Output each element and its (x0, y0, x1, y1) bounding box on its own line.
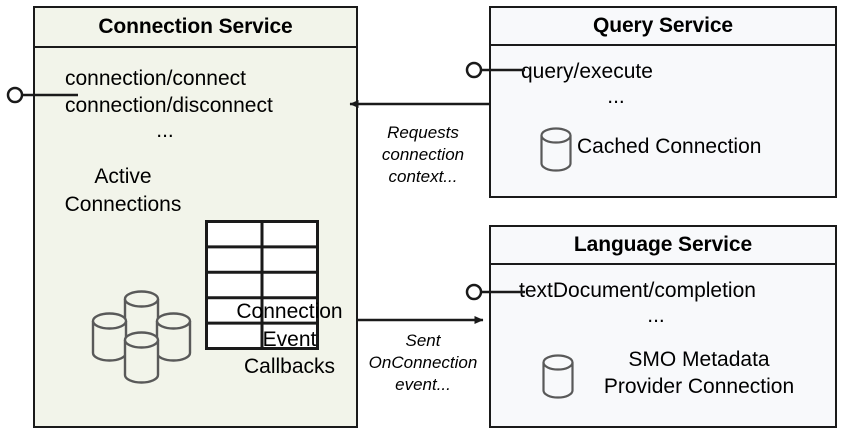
connection-service-body: connection/connect connection/disconnect… (35, 48, 356, 426)
connection-service-operations-ellipsis: ... (156, 119, 174, 142)
query-service-title: Query Service (491, 8, 835, 46)
query-service-operations: query/execute (521, 59, 653, 86)
smo-metadata-provider-connection-label: SMO Metadata Provider Connection (569, 347, 829, 401)
connection-service-operations: connection/connect connection/disconnect (65, 66, 273, 120)
smo-metadata-database-icon (541, 353, 575, 406)
operation-connection-connect: connection/connect (65, 67, 246, 90)
active-connections-label: Active Connections (43, 163, 203, 218)
query-service-body: query/execute ... Cached Connection (491, 46, 835, 196)
connection-event-callbacks-table-icon (205, 220, 319, 355)
language-service-title: Language Service (491, 227, 835, 265)
requests-line-3: context... (388, 167, 458, 187)
database-cylinder-cluster-icon (85, 286, 207, 395)
callbacks-line-3: Callbacks (243, 355, 336, 379)
language-service-operations: textDocument/completion (519, 278, 756, 305)
sent-line-1: Sent (405, 331, 441, 350)
smo-label-line-1: SMO Metadata (628, 348, 770, 371)
language-service-operations-ellipsis: ... (647, 304, 665, 327)
sent-line-3: event... (395, 375, 451, 395)
callbacks-line-2: Event (262, 327, 317, 351)
active-connections-line-1: Active (94, 165, 152, 188)
requests-line-1: Requests (387, 123, 459, 142)
component-language-service[interactable]: Language Service textDocument/completion… (489, 225, 837, 428)
connection-event-callbacks-label: Connection Event Callbacks (207, 298, 356, 381)
edge-label-sent-onconnection-event: Sent OnConnection event... (357, 330, 489, 396)
query-service-operations-ellipsis: ... (607, 85, 625, 108)
edge-label-requests-connection-context: Requests connection context... (357, 122, 489, 188)
active-connections-line-2: Connections (64, 192, 182, 216)
smo-label-line-2: Provider Connection (603, 374, 795, 398)
operation-textdocument-completion: textDocument/completion (519, 279, 756, 302)
callbacks-line-1: Connection (236, 300, 343, 323)
component-query-service[interactable]: Query Service query/execute ... Cached C… (489, 6, 837, 198)
requests-line-2: connection (381, 145, 465, 165)
language-service-body: textDocument/completion ... SMO Metadata… (491, 265, 835, 426)
operation-query-execute: query/execute (521, 60, 653, 83)
operation-connection-disconnect: connection/disconnect (65, 93, 273, 117)
component-connection-service[interactable]: Connection Service connection/connect co… (33, 6, 358, 428)
cached-connection-database-icon (539, 126, 573, 179)
cached-connection-label: Cached Connection (577, 135, 762, 158)
sent-line-2: OnConnection (368, 353, 478, 373)
connection-service-title: Connection Service (35, 8, 356, 48)
